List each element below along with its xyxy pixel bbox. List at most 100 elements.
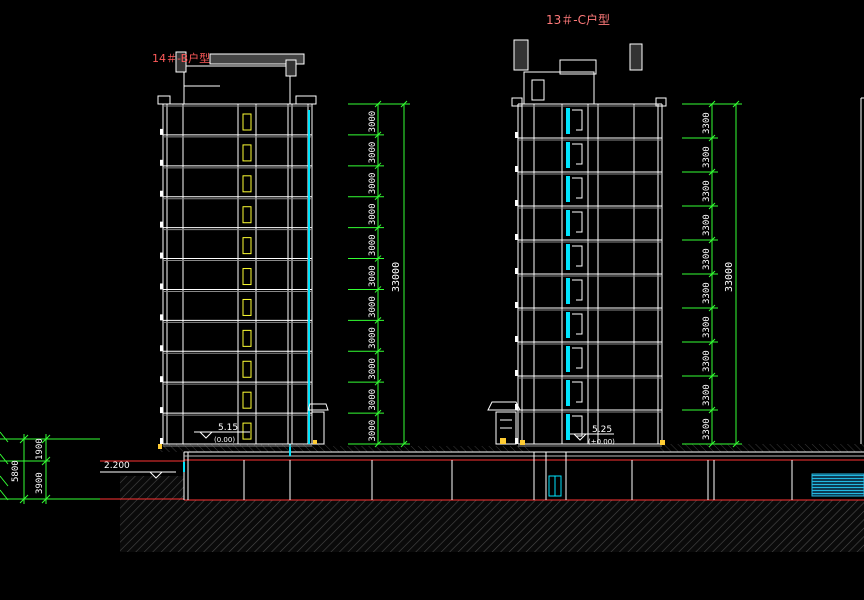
dim-left-total: 5800 — [11, 460, 21, 482]
stair-tower — [559, 59, 597, 75]
dim-tick — [374, 162, 382, 170]
slab-edge — [160, 314, 163, 321]
window — [242, 113, 252, 131]
slab-edge — [160, 438, 163, 444]
dim-floor-label: 3000 — [368, 420, 378, 442]
tower-b — [157, 51, 317, 449]
elevation-marker-c — [570, 433, 614, 441]
tower-b-label: 14＃-B户型 — [152, 51, 210, 65]
dim-floor-label: 3000 — [368, 173, 378, 195]
dim-tick — [708, 202, 716, 210]
dim-floor-label: 3300 — [702, 180, 712, 202]
roof-parapet-right — [655, 97, 667, 107]
dim-tick — [708, 236, 716, 244]
dim-floor-label: 3000 — [368, 142, 378, 164]
roof-tank-right — [285, 59, 297, 77]
window-cyan — [566, 176, 570, 202]
dim-tick — [374, 255, 382, 262]
slab-edge — [160, 376, 163, 383]
ground-strip-left — [160, 444, 330, 452]
stair — [572, 347, 583, 369]
dim-floor-label: 3300 — [702, 146, 712, 168]
roof-parapet-right — [295, 95, 317, 105]
slab-edge — [515, 166, 518, 172]
window — [242, 360, 252, 378]
slab-edge — [515, 370, 518, 376]
slab-edge — [515, 234, 518, 240]
machine-room-door — [531, 79, 545, 101]
elevation-c-floor: 5.25 — [592, 425, 612, 435]
slab-edge — [515, 336, 518, 342]
slab-edge — [160, 407, 163, 414]
window-cyan — [566, 108, 570, 134]
guardhouse-left — [307, 403, 329, 445]
window-cyan — [566, 278, 570, 304]
stair — [572, 313, 583, 335]
roof-parapet-left — [511, 97, 523, 107]
slab-edge — [160, 128, 163, 135]
roof-frame — [209, 53, 305, 65]
window — [242, 237, 252, 255]
machine-room — [523, 71, 595, 105]
window-cyan — [566, 210, 570, 236]
dim-floor-label: 3000 — [368, 265, 378, 287]
dim-c-total: 33000 — [724, 262, 735, 292]
dim-tick — [708, 338, 716, 346]
dim-tick — [708, 270, 716, 278]
base-marker-left — [520, 440, 525, 445]
window-cyan — [566, 142, 570, 168]
window — [242, 422, 252, 440]
dim-floor-label: 3000 — [368, 234, 378, 256]
window — [242, 391, 252, 409]
dim-tick — [708, 168, 716, 176]
tower-c-label: 13＃-C户型 — [546, 12, 610, 27]
dim-floor-label: 3000 — [368, 111, 378, 133]
window-cyan — [566, 312, 570, 338]
dim-left-upper: 1900 — [35, 438, 45, 460]
machine-room — [183, 65, 291, 105]
dim-floor-label: 3000 — [368, 327, 378, 349]
roof-equipment-left — [513, 39, 529, 71]
window — [242, 268, 252, 286]
window — [242, 206, 252, 224]
elevation-2200: 2.200 — [104, 461, 130, 471]
slab-edge — [160, 190, 163, 197]
dim-floor-label: 3300 — [702, 316, 712, 338]
dim-b-total: 33000 — [391, 262, 402, 292]
stair — [572, 381, 583, 403]
guardhouse-right — [487, 401, 521, 445]
roof-parapet-left — [157, 95, 171, 105]
dim-floor-label: 3300 — [702, 418, 712, 440]
slab-edge — [515, 200, 518, 206]
dimension-tower-b: 3000300030003000300030003000300030003000… — [348, 100, 410, 448]
dim-tick — [374, 409, 382, 417]
stair — [572, 143, 583, 165]
stair — [572, 245, 583, 267]
dim-floor-label: 3300 — [702, 282, 712, 304]
slab-edge — [160, 159, 163, 166]
soil-hatch — [120, 500, 864, 552]
window-cyan — [566, 244, 570, 270]
slab-edge — [160, 221, 163, 228]
dim-tick — [708, 134, 716, 142]
pool — [811, 473, 864, 497]
dim-tick — [708, 372, 716, 380]
dim-left-lower: 3900 — [35, 472, 45, 494]
window-cyan — [566, 380, 570, 406]
stair — [572, 415, 583, 437]
dim-floor-label: 3300 — [702, 384, 712, 406]
slab-edge — [515, 132, 518, 138]
dim-tick — [708, 304, 716, 312]
dim-tick — [374, 193, 382, 201]
base-marker — [158, 444, 162, 449]
ground-strip-right — [660, 444, 864, 452]
elevation-b-floor: 5.15 — [218, 423, 238, 433]
slab-edge — [515, 302, 518, 308]
slab-edge — [160, 252, 163, 259]
window — [242, 298, 252, 316]
elevation-marker-b — [194, 431, 250, 439]
dim-tick — [374, 224, 382, 231]
slab-edge — [515, 404, 518, 410]
roof-tank — [175, 51, 187, 73]
